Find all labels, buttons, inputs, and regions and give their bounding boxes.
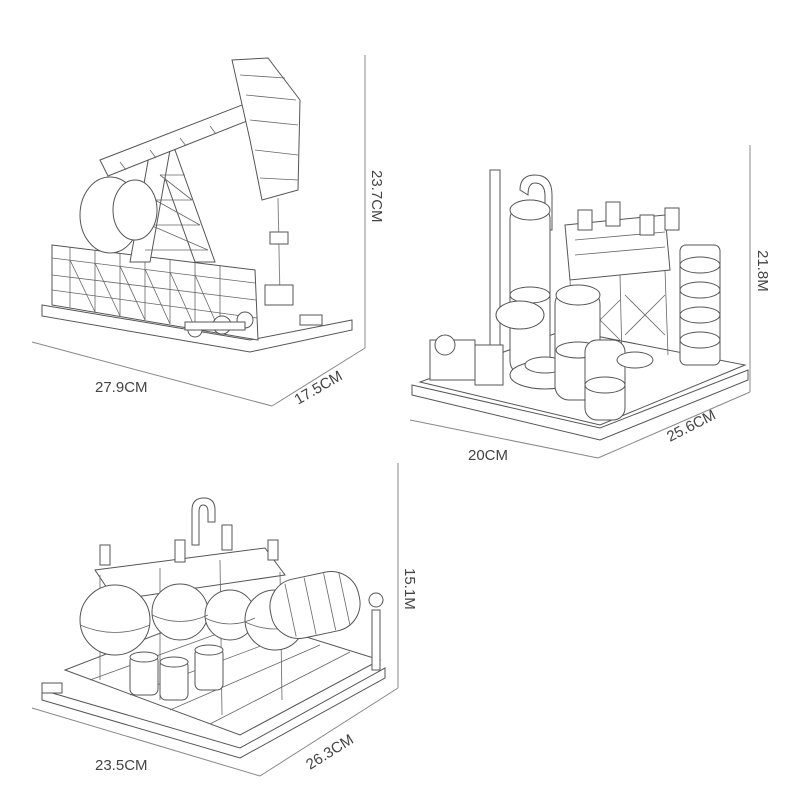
refinery-right-stack <box>679 244 721 366</box>
pumpjack-depth-line <box>271 347 366 407</box>
pumpjack-wellhead <box>264 284 294 306</box>
pumpjack-a-frame-bracing <box>145 174 209 251</box>
tanks-depth-line <box>259 687 399 777</box>
pumpjack-polished-rod <box>277 197 281 301</box>
pumpjack-beam-detail <box>119 125 217 171</box>
tanks-left-connector <box>41 682 63 694</box>
pumpjack-model <box>31 55 366 407</box>
pumpjack-counterweight-right <box>112 179 158 241</box>
tanks-sphere-1 <box>79 584 151 656</box>
refinery-height-label: 21.8M <box>754 250 771 292</box>
tanks-base <box>41 667 386 759</box>
tanks-small-cylinders <box>129 644 224 701</box>
refinery-chimneys <box>577 201 680 236</box>
pumpjack-carrier-bar <box>269 231 289 245</box>
refinery-depth-label: 25.6CM <box>664 407 719 446</box>
spherical-tanks-model <box>31 463 399 777</box>
tanks-width-label: 23.5CM <box>95 757 148 774</box>
refinery-small-tank <box>434 334 456 356</box>
refinery-towers-model <box>409 145 751 459</box>
tanks-depth-label: 26.3CM <box>303 731 357 773</box>
pumpjack-pipes <box>184 311 323 338</box>
pumpjack-walking-beam <box>99 99 263 177</box>
pumpjack-deck-front <box>51 244 259 341</box>
pumpjack-railing <box>51 247 258 333</box>
pumpjack-width-label: 27.9CM <box>95 379 148 396</box>
refinery-vertical-pipe-left <box>489 169 501 371</box>
pumpjack-horse-head-detail <box>239 74 299 181</box>
refinery-width-label: 20CM <box>468 447 508 464</box>
refinery-tall-column-ring <box>509 286 551 304</box>
pumpjack-height-label: 23.7CM <box>368 170 385 223</box>
tanks-top-valves <box>99 524 279 566</box>
refinery-width-line <box>409 419 599 459</box>
tanks-right-post <box>371 609 381 671</box>
tanks-sphere-2 <box>151 583 209 641</box>
refinery-depth-line <box>597 391 751 459</box>
refinery-base <box>411 369 749 441</box>
refinery-tall-column-top <box>509 199 551 221</box>
tanks-chimney-pipe <box>191 497 216 546</box>
pumpjack-width-line <box>31 341 273 407</box>
tanks-width-line <box>31 707 261 777</box>
refinery-mid-tank <box>495 300 545 330</box>
refinery-small-module-side <box>474 344 504 386</box>
pumpjack-horse-head <box>231 57 301 201</box>
tanks-height-label: 15.1M <box>401 568 418 610</box>
tanks-horizontal-cylinder <box>269 571 361 639</box>
pumpjack-base <box>41 304 353 353</box>
tanks-right-lamp <box>368 592 384 608</box>
refinery-distillation-tanks <box>554 284 654 421</box>
pumpjack-depth-label: 17.5CM <box>292 367 346 408</box>
